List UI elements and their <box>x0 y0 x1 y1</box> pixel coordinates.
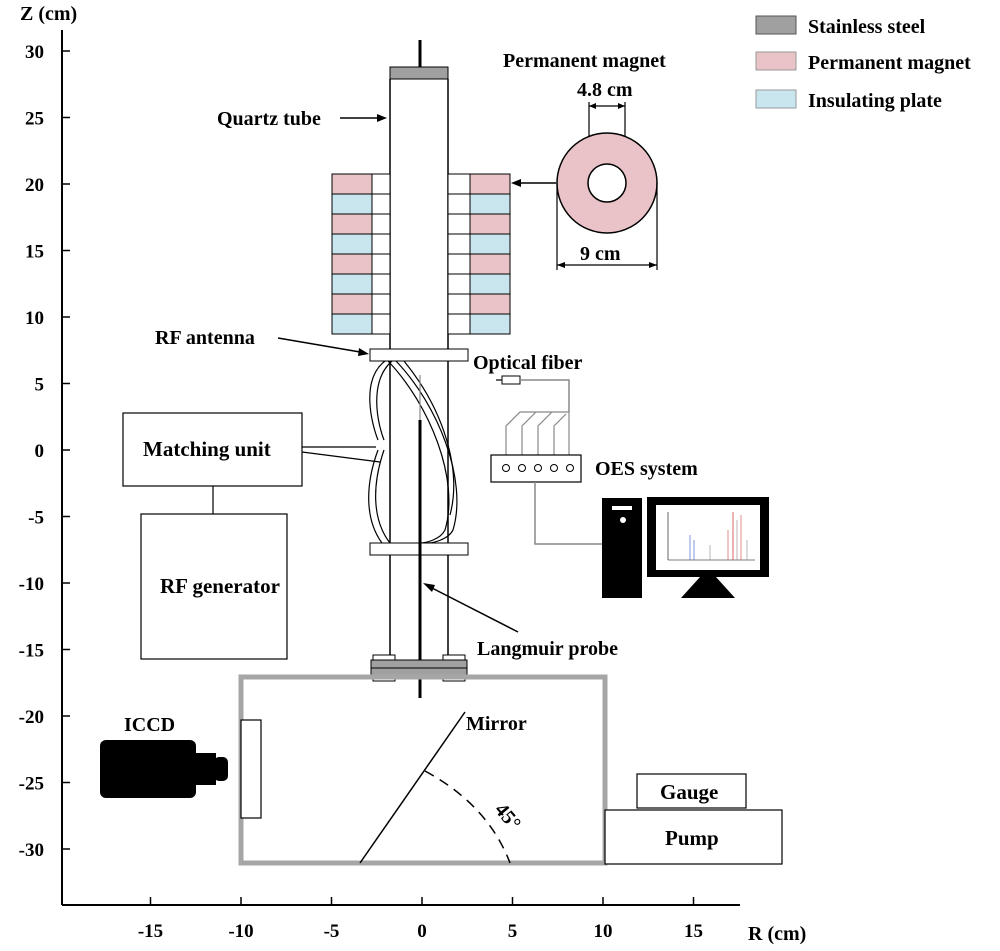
z-tick-label: -15 <box>19 641 44 662</box>
r-tick-label: -5 <box>324 921 340 942</box>
rf-generator: RF generator <box>140 513 288 660</box>
ring-magnet-detail: Permanent magnet 4.8 cm 9 cm <box>503 50 666 270</box>
z-tick-label: 20 <box>25 175 44 196</box>
z-tick-label: 15 <box>25 242 44 263</box>
optical-fiber: Optical fiber <box>473 352 583 456</box>
z-tick-label: -25 <box>19 774 44 795</box>
iccd-label: ICCD <box>124 714 175 736</box>
matching-unit-label: Matching unit <box>143 437 271 461</box>
oes-system: OES system <box>490 454 698 545</box>
oes-system-label: OES system <box>595 458 698 480</box>
z-tick-label: 10 <box>25 308 44 329</box>
legend: Stainless steel Permanent magnet Insulat… <box>755 15 971 112</box>
computer <box>602 497 769 598</box>
legend-swatch-insulating <box>755 89 797 109</box>
mirror <box>359 711 466 864</box>
r-axis: -15 -10 -5 0 5 10 15 R (cm) <box>62 897 806 945</box>
r-tick-label: 10 <box>594 921 613 942</box>
gauge: Gauge <box>636 773 747 809</box>
rf-generator-label: RF generator <box>160 574 280 598</box>
z-tick-label: -10 <box>19 574 44 595</box>
r-tick-label: 0 <box>417 921 427 942</box>
pump: Pump <box>604 809 783 865</box>
magnet-stack-right <box>447 173 556 335</box>
z-axis-label: Z (cm) <box>20 3 77 25</box>
z-tick-label: -5 <box>28 508 44 529</box>
pump-label: Pump <box>665 826 719 850</box>
angle-label: 45° <box>490 799 525 835</box>
inner-diameter-label: 4.8 cm <box>577 79 633 101</box>
outer-diameter-label: 9 cm <box>580 243 621 265</box>
vacuum-chamber: Mirror 45° <box>238 674 608 866</box>
iccd-camera: ICCD <box>100 714 228 798</box>
camera-icon <box>100 740 196 798</box>
chamber-window <box>240 719 262 819</box>
z-tick-label: 30 <box>25 42 44 63</box>
z-tick-label: 5 <box>35 375 45 396</box>
r-axis-label: R (cm) <box>748 923 806 945</box>
z-axis: 30 25 20 15 10 5 0 -5 -10 -15 -20 -25 -30 Z (cm) <box>19 3 77 905</box>
legend-label-insulating: Insulating plate <box>808 90 942 112</box>
langmuir-probe: Langmuir probe <box>418 375 618 698</box>
legend-label-stainless: Stainless steel <box>808 16 926 38</box>
rf-antenna-label: RF antenna <box>155 327 255 349</box>
legend-label-magnet: Permanent magnet <box>808 52 971 74</box>
r-axis-ticks: -15 -10 -5 0 5 10 15 <box>138 897 703 942</box>
z-tick-label: 0 <box>35 441 45 462</box>
matching-unit: Matching unit <box>122 412 381 514</box>
stainless-steel-cap <box>389 66 449 80</box>
r-tick-label: 15 <box>684 921 703 942</box>
r-tick-label: -10 <box>228 921 253 942</box>
legend-swatch-magnet <box>755 51 797 71</box>
langmuir-probe-label: Langmuir probe <box>477 638 618 660</box>
z-tick-label: 25 <box>25 109 44 130</box>
z-tick-label: -30 <box>19 840 44 861</box>
z-axis-ticks: 30 25 20 15 10 5 0 -5 -10 -15 -20 -25 -30 <box>19 42 70 861</box>
quartz-tube-label: Quartz tube <box>217 108 321 130</box>
permanent-magnet-label: Permanent magnet <box>503 50 666 72</box>
z-tick-label: -20 <box>19 707 44 728</box>
legend-swatch-stainless <box>755 15 797 35</box>
pc-tower-icon <box>602 498 642 598</box>
r-tick-label: 5 <box>508 921 518 942</box>
mirror-label: Mirror <box>466 713 527 735</box>
gauge-label: Gauge <box>660 780 718 804</box>
optical-fiber-label: Optical fiber <box>473 352 583 374</box>
r-tick-label: -15 <box>138 921 163 942</box>
magnet-stack-left <box>331 173 391 335</box>
